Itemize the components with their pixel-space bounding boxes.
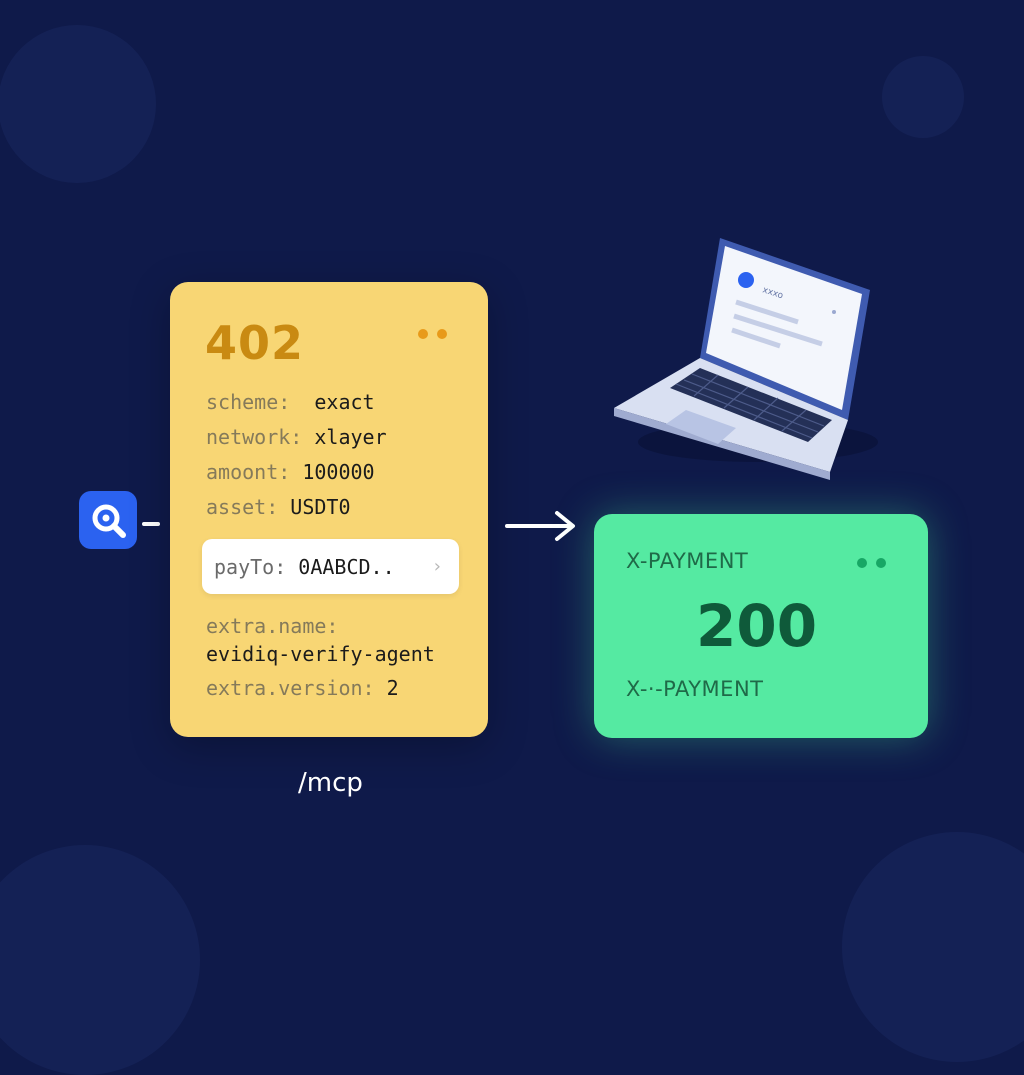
- window-dot: [418, 329, 428, 339]
- pay-to-field[interactable]: payTo: 0AABCD.. ›: [202, 539, 459, 594]
- chevron-right-icon: ›: [433, 556, 441, 577]
- field-value: 2: [386, 676, 399, 700]
- window-dot: [437, 329, 447, 339]
- pay-to-key: payTo:: [214, 555, 287, 579]
- field-extra-name-value: evidiq-verify-agent: [206, 642, 435, 666]
- endpoint-label: /mcp: [298, 768, 363, 798]
- field-key: extra.name:: [206, 614, 339, 638]
- laptop-icon: xxxo: [614, 238, 878, 480]
- status-code-402: 402: [205, 316, 305, 370]
- search-icon: [92, 504, 126, 538]
- field-extra-version: extra.version: 2: [206, 676, 399, 700]
- field-extra-name-key: extra.name:: [206, 614, 338, 638]
- field-key: extra.version:: [206, 676, 375, 700]
- bg-circle-top-right: [882, 56, 964, 138]
- field-value: USDT0: [290, 495, 351, 519]
- field-key: scheme:: [206, 390, 291, 414]
- bg-circle-bottom-left: [0, 845, 200, 1075]
- status-code-200: 200: [696, 592, 818, 660]
- bg-circle-bottom-right: [842, 832, 1024, 1062]
- pay-to-value: 0AABCD..: [298, 555, 395, 579]
- payment-required-card: [170, 282, 488, 737]
- success-response-card: [594, 514, 928, 738]
- field-value: evidiq-verify-agent: [206, 642, 435, 666]
- field-asset: asset: USDT0: [206, 495, 351, 519]
- field-network: network: xlayer: [206, 425, 387, 449]
- x-payment-header-bottom: X-·-PAYMENT: [626, 677, 764, 701]
- pay-to-label: payTo: 0AABCD..: [214, 555, 395, 579]
- field-key: network:: [206, 425, 303, 449]
- window-dot: [876, 558, 886, 568]
- field-scheme: scheme: exact: [206, 390, 375, 414]
- field-value: exact: [314, 390, 375, 414]
- arrow-right-icon: [505, 511, 575, 541]
- search-badge[interactable]: [79, 491, 137, 549]
- window-dots-icon: [418, 329, 447, 339]
- field-value: 100000: [302, 460, 375, 484]
- connector-line: [142, 522, 160, 526]
- field-key: amoont:: [206, 460, 291, 484]
- x-payment-header-top: X-PAYMENT: [626, 549, 749, 573]
- field-key: asset:: [206, 495, 279, 519]
- window-dot: [857, 558, 867, 568]
- field-value: xlayer: [314, 425, 387, 449]
- bg-circle-top-left: [0, 25, 156, 183]
- window-dots-icon: [857, 558, 886, 568]
- field-amount: amoont: 100000: [206, 460, 375, 484]
